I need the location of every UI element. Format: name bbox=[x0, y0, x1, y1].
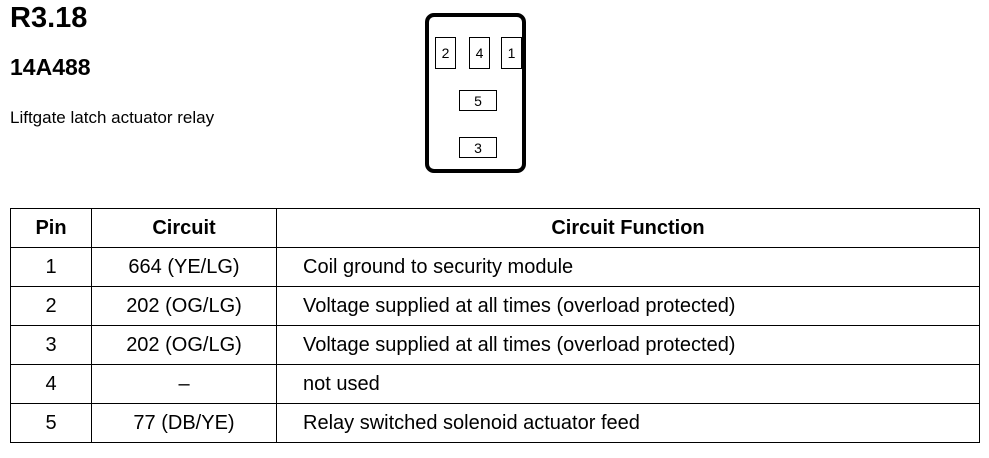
connector-pin-1: 1 bbox=[501, 37, 522, 69]
table-row: 3 202 (OG/LG) Voltage supplied at all ti… bbox=[10, 325, 980, 365]
connector-diagram: 2 4 1 5 3 bbox=[425, 13, 526, 173]
table-header-row: Pin Circuit Circuit Function bbox=[10, 208, 980, 248]
connector-pin-2: 2 bbox=[435, 37, 456, 69]
connector-pin-4: 4 bbox=[469, 37, 490, 69]
pin-circuit-table: Pin Circuit Circuit Function 1 664 (YE/L… bbox=[10, 208, 980, 443]
cell-pin: 4 bbox=[10, 364, 92, 404]
cell-circuit: 202 (OG/LG) bbox=[91, 325, 277, 365]
cell-function: Relay switched solenoid actuator feed bbox=[276, 403, 980, 443]
cell-pin: 3 bbox=[10, 325, 92, 365]
cell-circuit: – bbox=[91, 364, 277, 404]
header-pin: Pin bbox=[10, 208, 92, 248]
cell-function: Voltage supplied at all times (overload … bbox=[276, 325, 980, 365]
table-row: 2 202 (OG/LG) Voltage supplied at all ti… bbox=[10, 286, 980, 326]
table-row: 4 – not used bbox=[10, 364, 980, 404]
connector-pin-3: 3 bbox=[459, 137, 497, 158]
connector-pin-5: 5 bbox=[459, 90, 497, 111]
cell-function: not used bbox=[276, 364, 980, 404]
relay-title: R3.18 bbox=[10, 2, 88, 34]
cell-circuit: 202 (OG/LG) bbox=[91, 286, 277, 326]
cell-circuit: 77 (DB/YE) bbox=[91, 403, 277, 443]
header-circuit-function: Circuit Function bbox=[276, 208, 980, 248]
cell-pin: 5 bbox=[10, 403, 92, 443]
cell-pin: 2 bbox=[10, 286, 92, 326]
cell-function: Voltage supplied at all times (overload … bbox=[276, 286, 980, 326]
table-row: 1 664 (YE/LG) Coil ground to security mo… bbox=[10, 247, 980, 287]
cell-function: Coil ground to security module bbox=[276, 247, 980, 287]
cell-circuit: 664 (YE/LG) bbox=[91, 247, 277, 287]
relay-description: Liftgate latch actuator relay bbox=[10, 108, 215, 127]
part-number: 14A488 bbox=[10, 54, 91, 80]
header-circuit: Circuit bbox=[91, 208, 277, 248]
cell-pin: 1 bbox=[10, 247, 92, 287]
table-row: 5 77 (DB/YE) Relay switched solenoid act… bbox=[10, 403, 980, 443]
